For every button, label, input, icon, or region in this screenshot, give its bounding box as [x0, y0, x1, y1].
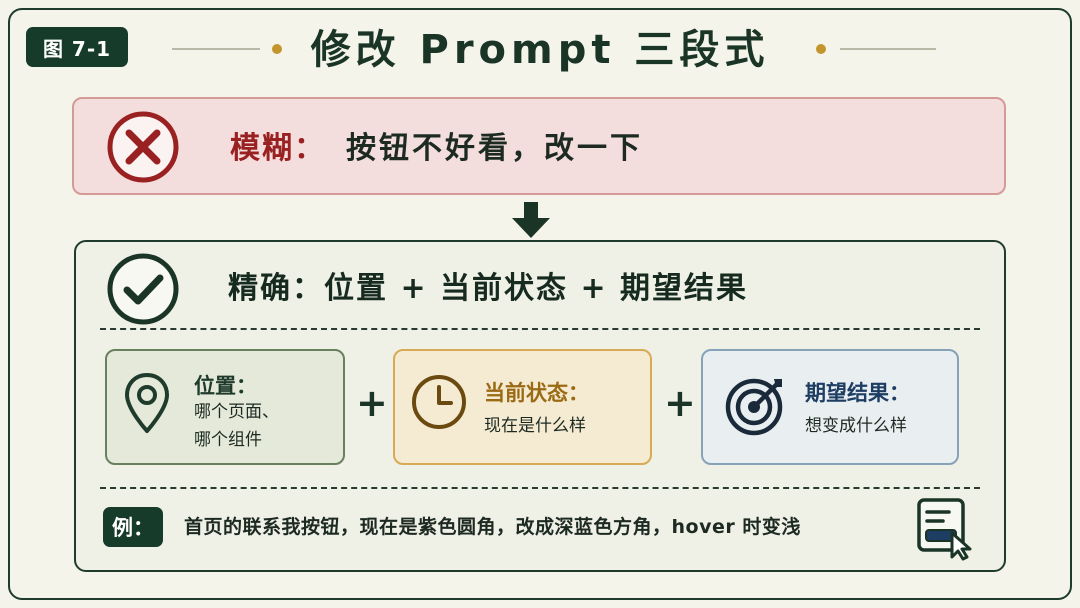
- card-current-state: [393, 349, 652, 465]
- example-tag: 例：: [103, 507, 163, 547]
- vague-label: 模糊：: [230, 131, 326, 166]
- card-location-desc-1: 哪个页面、: [194, 402, 279, 422]
- plus-sign-1: +: [356, 381, 388, 425]
- card-current-state-title: 当前状态：: [484, 381, 589, 405]
- card-expected-result: [701, 349, 959, 465]
- ui-button-cursor-icon: [917, 498, 972, 561]
- card-location-desc-2: 哪个组件: [194, 430, 262, 450]
- divider-bottom: [100, 487, 980, 489]
- diagram-title: 修改 Prompt 三段式: [310, 27, 770, 73]
- location-pin-icon: [125, 373, 169, 433]
- title-dot-right: [816, 44, 826, 54]
- example-text: 首页的联系我按钮，现在是紫色圆角，改成深蓝色方角，hover 时变浅: [184, 516, 801, 538]
- card-expected-result-desc: 想变成什么样: [805, 416, 907, 436]
- target-icon: [725, 378, 783, 436]
- title-rule-left: [172, 48, 260, 50]
- down-arrow-icon: [512, 202, 550, 238]
- x-circle-icon: [107, 111, 179, 183]
- check-circle-icon: [107, 253, 179, 325]
- vague-prompt-box: [72, 97, 1006, 195]
- clock-icon: [412, 375, 466, 429]
- vague-text: 按钮不好看，改一下: [346, 131, 643, 166]
- precise-title: 精确：位置 + 当前状态 + 期望结果: [228, 271, 749, 306]
- card-expected-result-title: 期望结果：: [805, 381, 910, 405]
- figure-tag: 图 7-1: [26, 27, 128, 67]
- divider-top: [100, 328, 980, 330]
- title-rule-right: [840, 48, 936, 50]
- plus-sign-2: +: [664, 381, 696, 425]
- card-location: [105, 349, 345, 465]
- card-current-state-desc: 现在是什么样: [484, 416, 586, 436]
- card-location-title: 位置：: [194, 374, 257, 398]
- title-dot-left: [272, 44, 282, 54]
